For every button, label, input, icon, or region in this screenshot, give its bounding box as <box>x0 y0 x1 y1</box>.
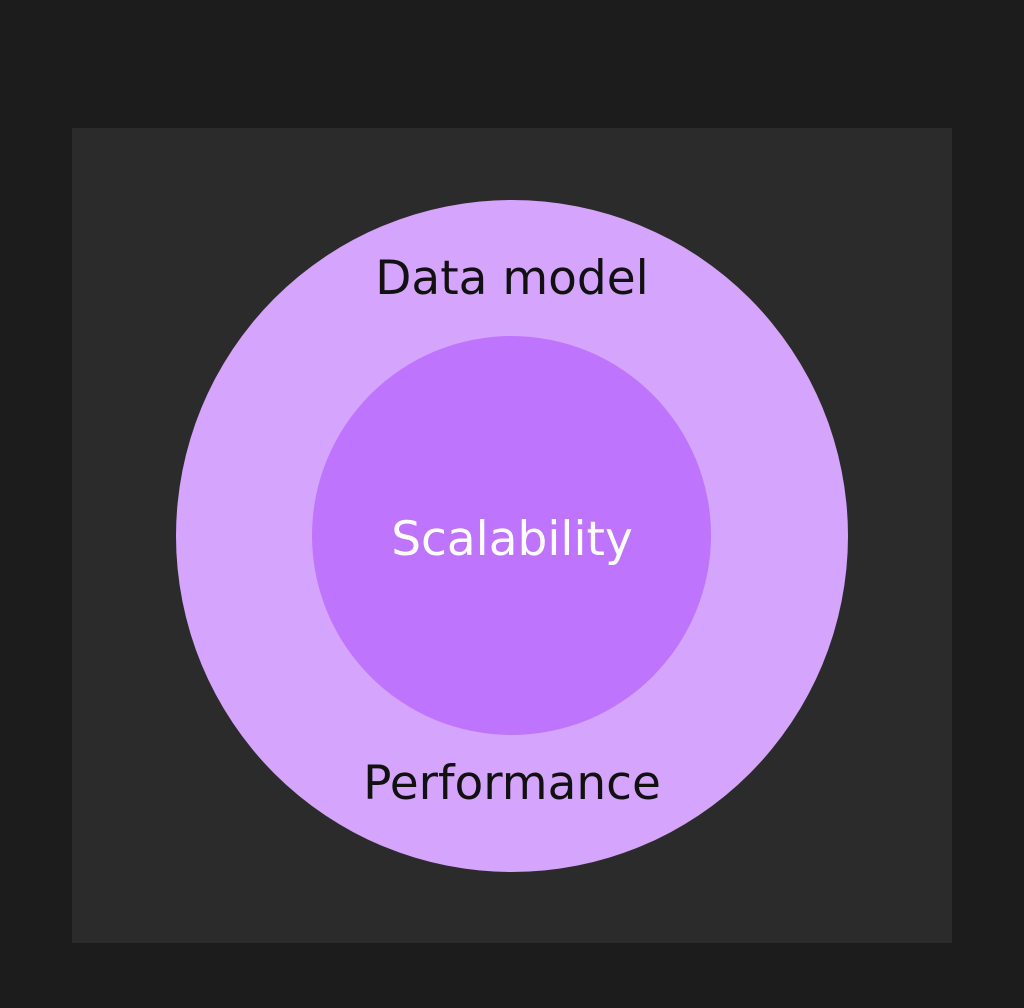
inner-center-label: Scalability <box>391 512 633 567</box>
outer-top-label: Data model <box>375 251 649 306</box>
inner-circle <box>312 336 711 735</box>
outer-bottom-label: Performance <box>363 756 661 811</box>
